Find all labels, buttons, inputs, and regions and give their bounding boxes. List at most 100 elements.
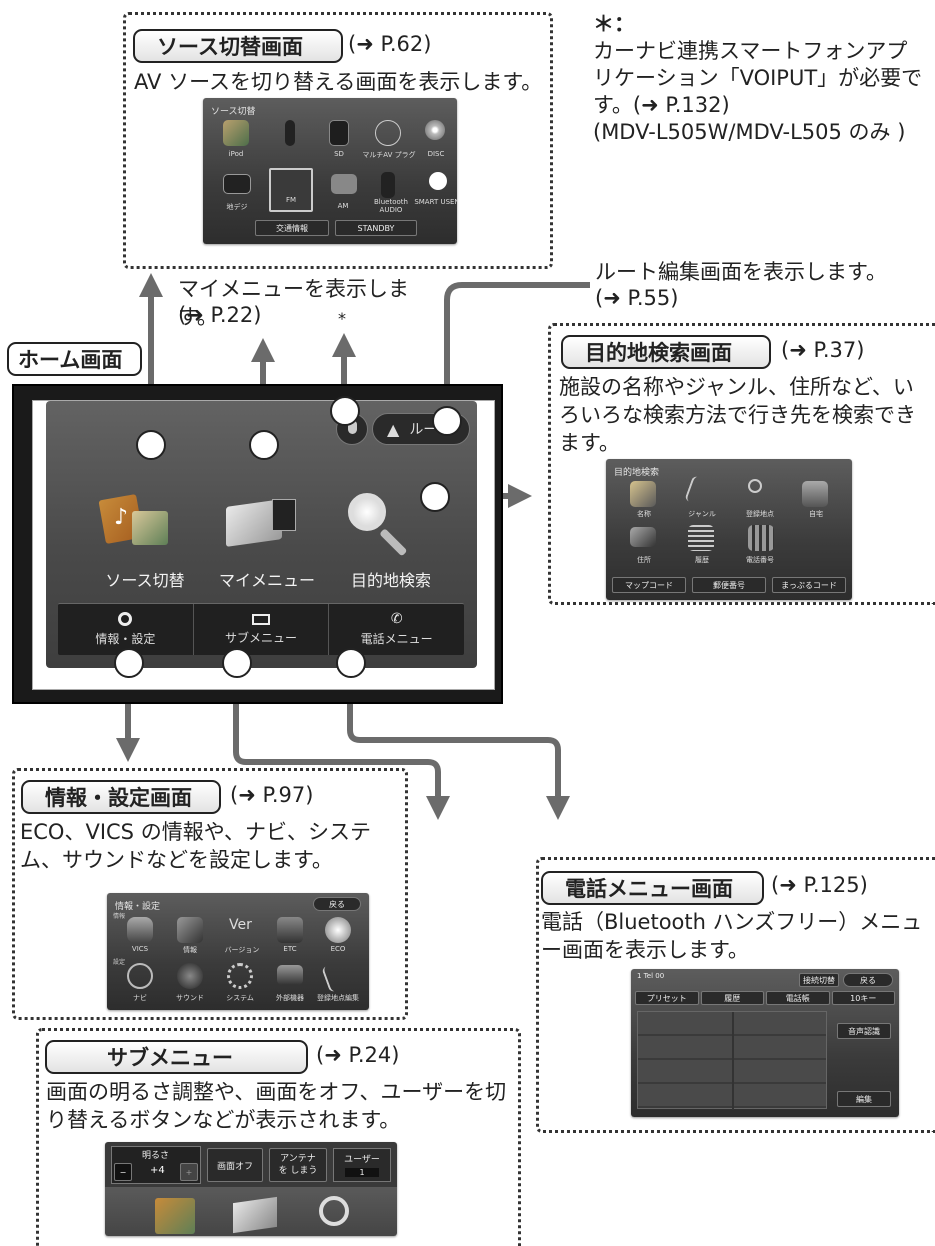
item-home: 自宅 [809,510,823,518]
item-external: 外部機器 [276,994,304,1002]
my-menu-tile[interactable]: マイメニュー [218,571,315,590]
home-icon [802,481,828,507]
sound-icon [177,963,203,989]
usb-icon [285,120,295,146]
info-settings-ref: (➜ P.97) [230,783,314,807]
home-pill: ホーム画面 [7,342,142,376]
item-multi-av: マルチAV プラグ [362,151,416,159]
smart-usen-icon [429,172,447,190]
destination-screenshot: 目的地検索 名称 ジャンル 登録地点 自宅 住所 履歴 電話番号 マップコード … [606,459,852,600]
back-label: 戻る [329,899,345,909]
destination-pill: 目的地検索画面 [561,335,771,369]
info-icon [177,917,203,943]
connection-switch-button: 接続切替 [799,973,839,987]
home-bottom-bar: 情報・設定 サブメニュー ✆ 電話メニュー [58,603,464,655]
fm-tile [269,168,313,212]
brightness-plus-button: + [180,1163,198,1181]
genre-icon [684,475,718,509]
back-button: 戻る [313,897,361,911]
vics-icon [127,917,153,943]
submenu-menu-icon [233,1196,277,1234]
item-ipod: iPod [228,150,244,158]
callout-destination [420,482,450,512]
submenu-panel [36,1028,521,1246]
note-models: (MDV-L505W/MDV-L505 のみ ) [593,120,906,144]
destination-search-tile-icon [344,489,414,557]
version-icon: Ver [229,917,252,933]
address-icon [630,527,656,547]
name-icon [630,481,656,507]
callout-submenu [222,648,252,678]
brightness-control: 明るさ − +4 + [111,1146,201,1184]
callout-route [432,406,462,436]
source-switch-screenshot: ソース切替 iPod SD マルチAV プラグ DISC 地デジ FM AM B… [203,98,457,244]
phone-panel [536,857,935,1133]
route-ref: (➜ P.55) [595,286,679,310]
user-label: ユーザー [344,1155,380,1165]
info-settings-pill: 情報・設定画面 [21,780,221,814]
phone-desc: 電話（Bluetooth ハンズフリー）メニュー画面を表示します。 [541,910,923,962]
mapcode-button: マップコード [612,577,686,593]
submenu-button[interactable]: サブメニュー [194,604,330,655]
destination-desc: 施設の名称やジャンル、住所など、いろいろな検索方法で行き先を検索できます。 [559,375,916,455]
submenu-desc: 画面の明るさ調整や、画面をオフ、ユーザーを切り替えるボタンなどが表示されます。 [46,1080,507,1132]
history-icon [688,525,714,551]
mymenu-note: マイメニューを表示します。 [178,277,409,329]
phone-number-icon [748,525,774,551]
bluetooth-audio-icon [381,172,395,198]
source-switch-pill: ソース切替画面 [133,29,343,63]
destination-search-tile[interactable]: 目的地検索 [350,571,431,590]
item-history: 履歴 [695,556,709,564]
info-settings-button[interactable]: 情報・設定 [58,604,194,655]
settings-icon [118,612,133,626]
callout-source [136,430,166,460]
navi-icon [127,963,153,989]
phone-edit-button: 編集 [837,1091,891,1107]
item-info: 情報 [183,946,197,954]
destination-thumb-title: 目的地検索 [614,468,660,478]
row-label-settings: 設定 [113,959,126,966]
callout-info [114,648,144,678]
radio-am-icon [331,174,357,194]
item-navi: ナビ [133,994,147,1002]
traffic-info-button: 交通情報 [255,220,329,236]
item-vics: VICS [131,945,149,953]
postal-code-button: 郵便番号 [692,577,766,593]
window-icon [252,613,270,625]
item-version: バージョン [224,946,260,954]
phone-icon: ✆ [390,611,403,627]
source-switch-ref: (➜ P.62) [348,32,432,56]
submenu-screenshot: 明るさ − +4 + 画面オフ アンテナを しまう ユーザー 1 [105,1142,397,1236]
phone-menu-label: 電話メニュー [360,632,433,646]
sd-icon [329,120,349,146]
item-name: 名称 [637,510,651,518]
item-bt-audio: Bluetooth AUDIO [374,198,408,214]
info-settings-desc: ECO、VICS の情報や、ナビ、システム、サウンドなどを設定します。 [20,820,372,872]
item-genre: ジャンル [688,510,716,518]
note-star: ＊： [593,12,635,36]
item-smart-usen: SMART USEN [414,198,457,206]
phone-pill: 電話メニュー画面 [541,871,764,905]
submenu-label: サブメニュー [225,630,298,645]
item-point-edit: 登録地点編集 [317,994,359,1002]
item-sd: SD [334,150,344,158]
phone-status: 1 Tel 00 [637,972,665,980]
callout-mymenu [249,430,279,460]
voice-recognition-button: 音声認識 [837,1023,891,1039]
row-label-info: 情報 [113,913,126,920]
callout-mic [330,396,360,426]
item-fm: FM [285,196,297,204]
info-settings-thumb-title: 情報・設定 [115,902,161,912]
antenna-button: アンテナを しまう [269,1148,327,1182]
item-system: システム [226,994,254,1002]
user-value: 1 [345,1168,379,1177]
tab-keypad: 10キー [831,991,895,1005]
tv-icon [223,174,251,194]
item-etc: ETC [283,945,297,953]
source-switch-tile[interactable]: ソース切替 [105,571,185,590]
submenu-music-icon [155,1198,195,1234]
tab-preset: プリセット [635,991,699,1005]
callout-phone [336,648,366,678]
brightness-label: 明るさ [142,1151,170,1161]
phone-menu-button[interactable]: ✆ 電話メニュー [329,604,464,655]
